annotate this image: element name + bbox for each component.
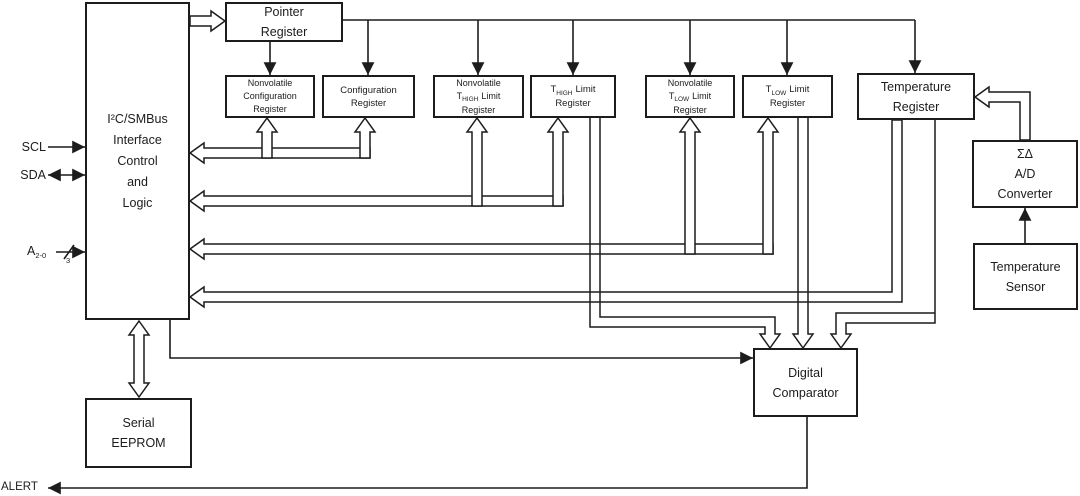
block-temperature-register: Temperature Register	[857, 73, 975, 120]
pin-label-address: A2-0	[27, 244, 47, 260]
block-label-line: Register	[892, 99, 940, 114]
thigh-bus-to-i2c	[188, 189, 564, 213]
config-bus-to-i2c	[188, 141, 371, 165]
block-label-line: Nonvolatile	[247, 78, 293, 88]
block-label-line: Comparator	[772, 385, 839, 400]
block-label-line: Register	[673, 104, 707, 115]
block-label-line: Register	[260, 25, 308, 39]
block-label-line: Sensor	[1005, 279, 1046, 294]
block-configuration-register: Configuration Register	[322, 75, 415, 118]
block-label-line: Register	[555, 98, 591, 109]
i2c-eeprom-bus	[127, 319, 151, 399]
block-label-line: Converter	[997, 187, 1053, 201]
block-sigma-delta-adc: ΣΔ A/D Converter	[972, 140, 1078, 208]
bus-up-into-nv-tlow	[678, 116, 702, 255]
block-label-line: Configuration	[340, 84, 397, 96]
block-label-line: Register	[350, 97, 387, 109]
block-i2c-smbus-interface: I²C/SMBus Interface Control and Logic	[85, 2, 190, 320]
block-label-line: Register	[769, 98, 806, 109]
bus-up-into-tlow	[756, 116, 780, 255]
i2c-to-comparator-arrow	[169, 319, 753, 365]
adc-to-temp-reg-bus	[973, 85, 1031, 141]
block-label-line: Serial	[122, 416, 155, 430]
pin-label-address-bus-width: 3	[66, 256, 71, 265]
block-label-line: Configuration	[243, 91, 297, 101]
bus-up-into-nv-thigh	[465, 116, 489, 207]
block-label-line: Logic	[122, 195, 153, 210]
block-nonvolatile-configuration-register: Nonvolatile Configuration Register	[225, 75, 315, 118]
pin-label-alert: ALERT	[1, 481, 38, 493]
block-label-line: Digital	[788, 365, 823, 380]
block-label-line: Pointer	[264, 5, 304, 19]
block-label-line: Temperature	[880, 79, 952, 94]
block-label-line: Temperature	[990, 259, 1061, 274]
block-label-line: EEPROM	[111, 436, 166, 450]
block-serial-eeprom: Serial EEPROM	[85, 398, 192, 468]
temp-reg-to-comparator-bus	[829, 120, 936, 350]
i2c-to-pointer-bus	[189, 9, 227, 33]
temp-bus-to-i2c	[188, 119, 903, 309]
bus-up-into-config	[353, 116, 377, 159]
block-pointer-register: Pointer Register	[225, 2, 343, 42]
bus-up-into-thigh	[546, 116, 570, 207]
tlow-to-comparator-bus	[791, 118, 815, 350]
comparator-to-alert-arrow	[47, 417, 808, 495]
address-bus-slash	[63, 244, 75, 260]
tlow-bus-to-i2c	[188, 237, 774, 261]
bus-up-into-nv-config	[255, 116, 279, 159]
pin-label-scl: SCL	[21, 140, 46, 154]
block-label-line: and	[127, 174, 148, 189]
block-label-line: ΣΔ	[1016, 147, 1034, 161]
block-label-line: A/D	[1014, 167, 1036, 181]
pin-label-sda: SDA	[20, 168, 46, 182]
block-digital-comparator: Digital Comparator	[753, 348, 858, 417]
block-label-line: Register	[461, 104, 496, 115]
block-label-line: I²C/SMBus	[107, 111, 168, 126]
block-label-line: Interface	[113, 132, 162, 147]
block-label-line: Nonvolatile	[667, 77, 713, 88]
block-label-line: Register	[253, 104, 287, 114]
block-label-line: Nonvolatile	[456, 77, 501, 88]
block-temperature-sensor: Temperature Sensor	[973, 243, 1078, 310]
block-label-line: Control	[117, 153, 158, 168]
